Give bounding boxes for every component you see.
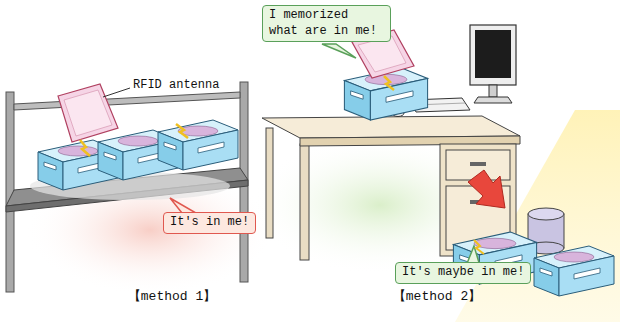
bubble-text: It's maybe in me! bbox=[402, 265, 524, 281]
part-label: RFID antenna bbox=[133, 78, 219, 92]
speech-bubble: I memorized what are in me! bbox=[262, 5, 391, 42]
bubble-text: It's in me! bbox=[170, 215, 249, 231]
bubble-text: I memorized what are in me! bbox=[269, 8, 384, 39]
method-caption: 【method 2】 bbox=[393, 289, 481, 305]
speech-bubble: It's in me! bbox=[163, 212, 256, 234]
method-caption: 【method 1】 bbox=[128, 289, 216, 305]
speech-bubble: It's maybe in me! bbox=[395, 262, 531, 284]
